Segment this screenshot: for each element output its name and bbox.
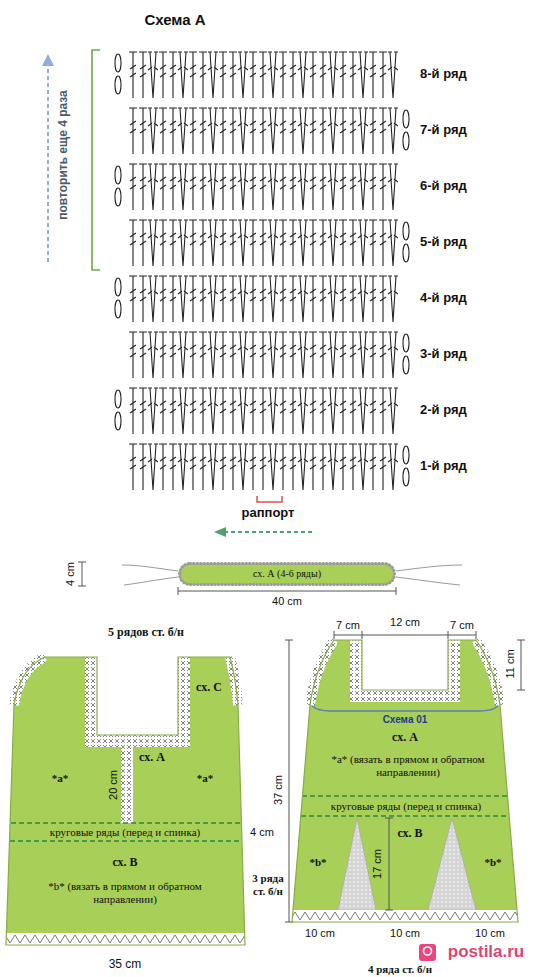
watermark-logo xyxy=(419,944,436,961)
section-note: круговые ряды (перед и спинка) xyxy=(50,826,200,839)
chain-stitches xyxy=(401,46,411,494)
section-mark: *b* xyxy=(309,856,326,869)
dimension-line xyxy=(285,640,293,922)
repeat-bracket xyxy=(257,496,282,502)
dimension: 7 cm xyxy=(450,619,474,632)
node-outline xyxy=(288,636,522,926)
dimension-line xyxy=(78,562,86,586)
row-label: 2-й ряд xyxy=(420,403,467,418)
dress-body xyxy=(292,640,518,922)
dimension: 20 cm xyxy=(107,770,120,800)
section-note: *b* (вязать в прямом и обратном направле… xyxy=(25,880,225,905)
section-mark: *a* xyxy=(52,772,69,785)
edging-band xyxy=(310,640,500,705)
scheme-ref: Схема 01 xyxy=(383,714,428,726)
row-label: 5-й ряд xyxy=(420,235,467,250)
round-line xyxy=(10,823,242,841)
belt-tie xyxy=(122,565,178,585)
dimension: 4 cm xyxy=(250,826,274,839)
dimension: 12 cm xyxy=(390,616,420,629)
dimension: 35 cm xyxy=(109,958,142,972)
dress-outline xyxy=(292,640,518,922)
dimension-line xyxy=(517,640,525,690)
dimension-line xyxy=(334,631,476,639)
stitch-chart xyxy=(128,46,398,494)
dress-outline xyxy=(6,657,245,945)
edging-band xyxy=(91,657,184,741)
row-label: 3-й ряд xyxy=(420,347,467,362)
dimension: 10 cm xyxy=(390,927,420,940)
scheme-ref: сх. А xyxy=(139,751,165,765)
dimension: 4 cm xyxy=(64,562,77,586)
section-note: круговые ряды (перед и спинка) xyxy=(331,800,481,813)
section-note: *a* (вязать в прямом и обратном направле… xyxy=(318,753,498,778)
section-mark: *a* xyxy=(197,772,214,785)
belt-tie xyxy=(396,565,462,585)
dimension-line xyxy=(178,587,396,595)
row-label: 4-й ряд xyxy=(420,291,467,306)
repeat-note: повторить еще 4 раза xyxy=(57,90,71,220)
row-label: 8-й ряд xyxy=(420,67,467,82)
dimension: 10 cm xyxy=(305,927,335,940)
scheme-ref: сх. С xyxy=(196,681,222,695)
edging-band xyxy=(356,640,454,696)
edge-note: 4 ряда ст. б/н xyxy=(368,963,432,976)
scheme-ref: сх. А xyxy=(392,731,418,745)
dimension: 17 cm xyxy=(371,849,384,879)
dimension: 10 cm xyxy=(475,927,505,940)
dimension: 37 cm xyxy=(272,775,285,805)
repeat-arrow xyxy=(47,64,49,262)
edging-band xyxy=(14,657,238,705)
watermark-logo xyxy=(424,947,432,955)
round-line xyxy=(301,796,509,816)
belt-shape xyxy=(180,564,395,585)
hem-band xyxy=(292,910,518,922)
row-label: 6-й ряд xyxy=(420,179,467,194)
dimension: 40 cm xyxy=(272,595,302,608)
edge-note: 5 рядов ст. б/н xyxy=(108,626,184,640)
hem-band xyxy=(6,933,245,945)
arrow-head xyxy=(214,527,226,537)
scheme-ref: сх. В xyxy=(112,856,137,870)
gore-panel xyxy=(428,818,476,910)
section-mark: *b* xyxy=(484,856,501,869)
arrow-head xyxy=(42,54,54,66)
direction-arrow xyxy=(224,531,312,533)
scheme-ref: сх. А (4-6 ряды) xyxy=(253,568,321,580)
center-strip xyxy=(121,747,133,823)
dimension: 11 cm xyxy=(504,649,517,678)
chain-stitches xyxy=(113,46,123,494)
repeat-bracket xyxy=(92,50,100,270)
dress-front: сх. А *a* *a* 20 cm круговые ряды (перед и с… xyxy=(4,650,248,950)
row-label: 1-й ряд xyxy=(420,459,467,474)
watermark: postila.ru xyxy=(446,942,527,962)
diagram-title: Схема А xyxy=(144,11,205,28)
dress-back: Схема 01 сх. А *a* (вязать в прямом и обра… xyxy=(288,636,522,926)
scheme-ref: сх. В xyxy=(397,827,422,841)
dress-body xyxy=(6,657,245,945)
row-label: 7-й ряд xyxy=(420,123,467,138)
dimension: 7 cm xyxy=(336,619,360,632)
dimension-line xyxy=(385,818,393,910)
edge-note: 3 ряда ст. б/н xyxy=(246,872,290,897)
gore-panel xyxy=(338,818,376,910)
repeat-label: раппорт xyxy=(242,506,295,521)
scheme-line xyxy=(312,706,498,711)
belt-band: сх. А (4-6 ряды) xyxy=(178,562,396,586)
